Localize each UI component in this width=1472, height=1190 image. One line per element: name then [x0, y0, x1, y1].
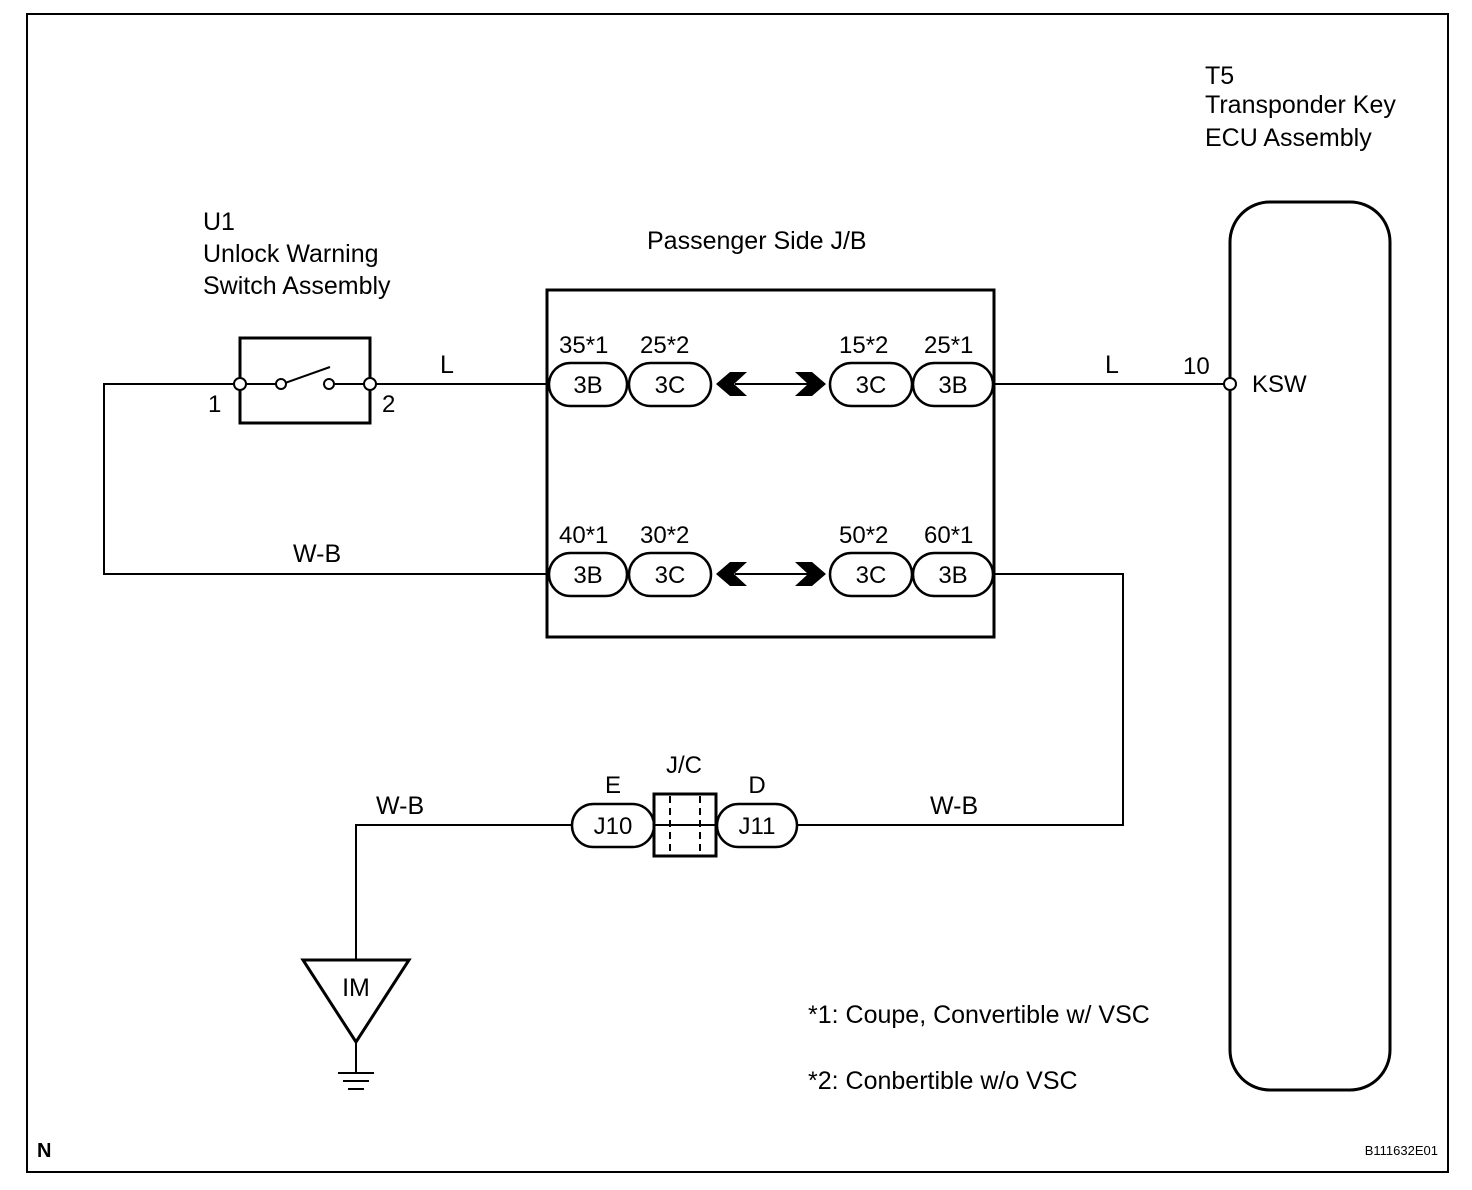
jb-title: Passenger Side J/B — [647, 227, 867, 255]
u1-name-line1: Unlock Warning — [203, 240, 379, 268]
jb-pin-label: 25*1 — [924, 332, 973, 359]
ground-label: IM — [342, 974, 370, 1002]
transponder-key-ecu: T5 Transponder Key ECU Assembly 10 KSW — [1183, 62, 1396, 1092]
switch-contact-arm — [284, 366, 331, 384]
t5-terminal-name: KSW — [1252, 371, 1307, 398]
diagram-frame — [26, 13, 1449, 1173]
u1-name-line2: Switch Assembly — [203, 272, 391, 300]
jb-connector — [627, 551, 713, 598]
connector-arrow-icon — [716, 372, 747, 396]
wire-color-to-ground: W-B — [376, 792, 424, 820]
jb-connector — [911, 551, 995, 598]
corner-label: N — [37, 1140, 51, 1162]
jb-pin-label: 30*2 — [640, 522, 689, 549]
jb-row-top: 35*1 25*2 15*2 25*1 3B 3C 3C 3B — [547, 332, 995, 408]
wire-u1-to-jb-ground — [103, 383, 549, 575]
u1-switch-box — [238, 336, 372, 425]
connector-arrow-icon — [716, 562, 747, 586]
jb-connector-label: 3C — [856, 372, 887, 399]
connector-arrow-icon — [795, 372, 826, 396]
switch-contact — [323, 378, 335, 390]
jb-connector — [547, 551, 629, 598]
jb-pin-label: 40*1 — [559, 522, 608, 549]
wire-color-u1-to-jb-ground: W-B — [293, 540, 341, 568]
jb-connector-label: 3B — [938, 562, 967, 589]
jb-pin-label: 60*1 — [924, 522, 973, 549]
note-2: *2: Conbertible w/o VSC — [808, 1067, 1078, 1095]
jb-connector — [627, 361, 713, 408]
t5-name-line1: Transponder Key — [1205, 91, 1396, 119]
jb-connector-label: 3B — [573, 562, 602, 589]
jc-connector-label: J10 — [594, 813, 633, 840]
jb-pin-label: 35*1 — [559, 332, 608, 359]
jc-right-pin: D — [748, 772, 765, 799]
switch-contact — [275, 378, 287, 390]
wire-color-jb-to-t5: L — [1105, 351, 1119, 379]
t5-pin-label: 10 — [1183, 353, 1210, 380]
u1-pin1-terminal — [233, 377, 247, 391]
jc-connector-label: J11 — [739, 813, 776, 840]
connector-arrow-icon — [795, 562, 826, 586]
junction-connector: J/C E D J10 J11 — [570, 752, 799, 858]
u1-pin1-label: 1 — [208, 391, 221, 418]
t5-ecu-box — [1228, 200, 1392, 1092]
jb-connector-label: 3B — [573, 372, 602, 399]
wire-color-jb-to-jc: W-B — [930, 792, 978, 820]
unlock-warning-switch: U1 Unlock Warning Switch Assembly 1 2 — [203, 208, 395, 425]
jb-connector-label: 3C — [856, 562, 887, 589]
t5-code: T5 — [1205, 62, 1234, 90]
ground-point: IM — [300, 958, 412, 1090]
u1-pin2-label: 2 — [382, 391, 395, 418]
u1-code: U1 — [203, 208, 235, 236]
u1-pin2-terminal — [363, 377, 377, 391]
t5-name-line2: ECU Assembly — [1205, 124, 1372, 152]
jb-pin-label: 25*2 — [640, 332, 689, 359]
ground-triangle — [300, 958, 412, 1045]
jb-connector-label: 3B — [938, 372, 967, 399]
wire-jb-to-jc — [797, 573, 1124, 826]
wire-to-ground — [355, 824, 572, 960]
jc-left-pin: E — [605, 772, 621, 799]
jb-pin-label: 15*2 — [839, 332, 888, 359]
jb-connector-label: 3C — [655, 562, 686, 589]
jb-connector-label: 3C — [655, 372, 686, 399]
passenger-side-junction-block: Passenger Side J/B 35*1 25*2 15*2 25*1 3… — [545, 227, 996, 639]
figure-id: B111632E01 — [1365, 1143, 1438, 1158]
t5-pin-terminal — [1223, 377, 1237, 391]
jb-connector — [547, 361, 629, 408]
jc-title: J/C — [666, 752, 702, 779]
wire-color-u1-to-jb: L — [440, 351, 454, 379]
jb-row-bottom: 40*1 30*2 50*2 60*1 3B 3C 3C 3B — [547, 522, 995, 598]
note-1: *1: Coupe, Convertible w/ VSC — [808, 1001, 1150, 1029]
jb-pin-label: 50*2 — [839, 522, 888, 549]
jb-connector — [911, 361, 995, 408]
wires: L L W-B W-B W-B — [103, 351, 1225, 960]
